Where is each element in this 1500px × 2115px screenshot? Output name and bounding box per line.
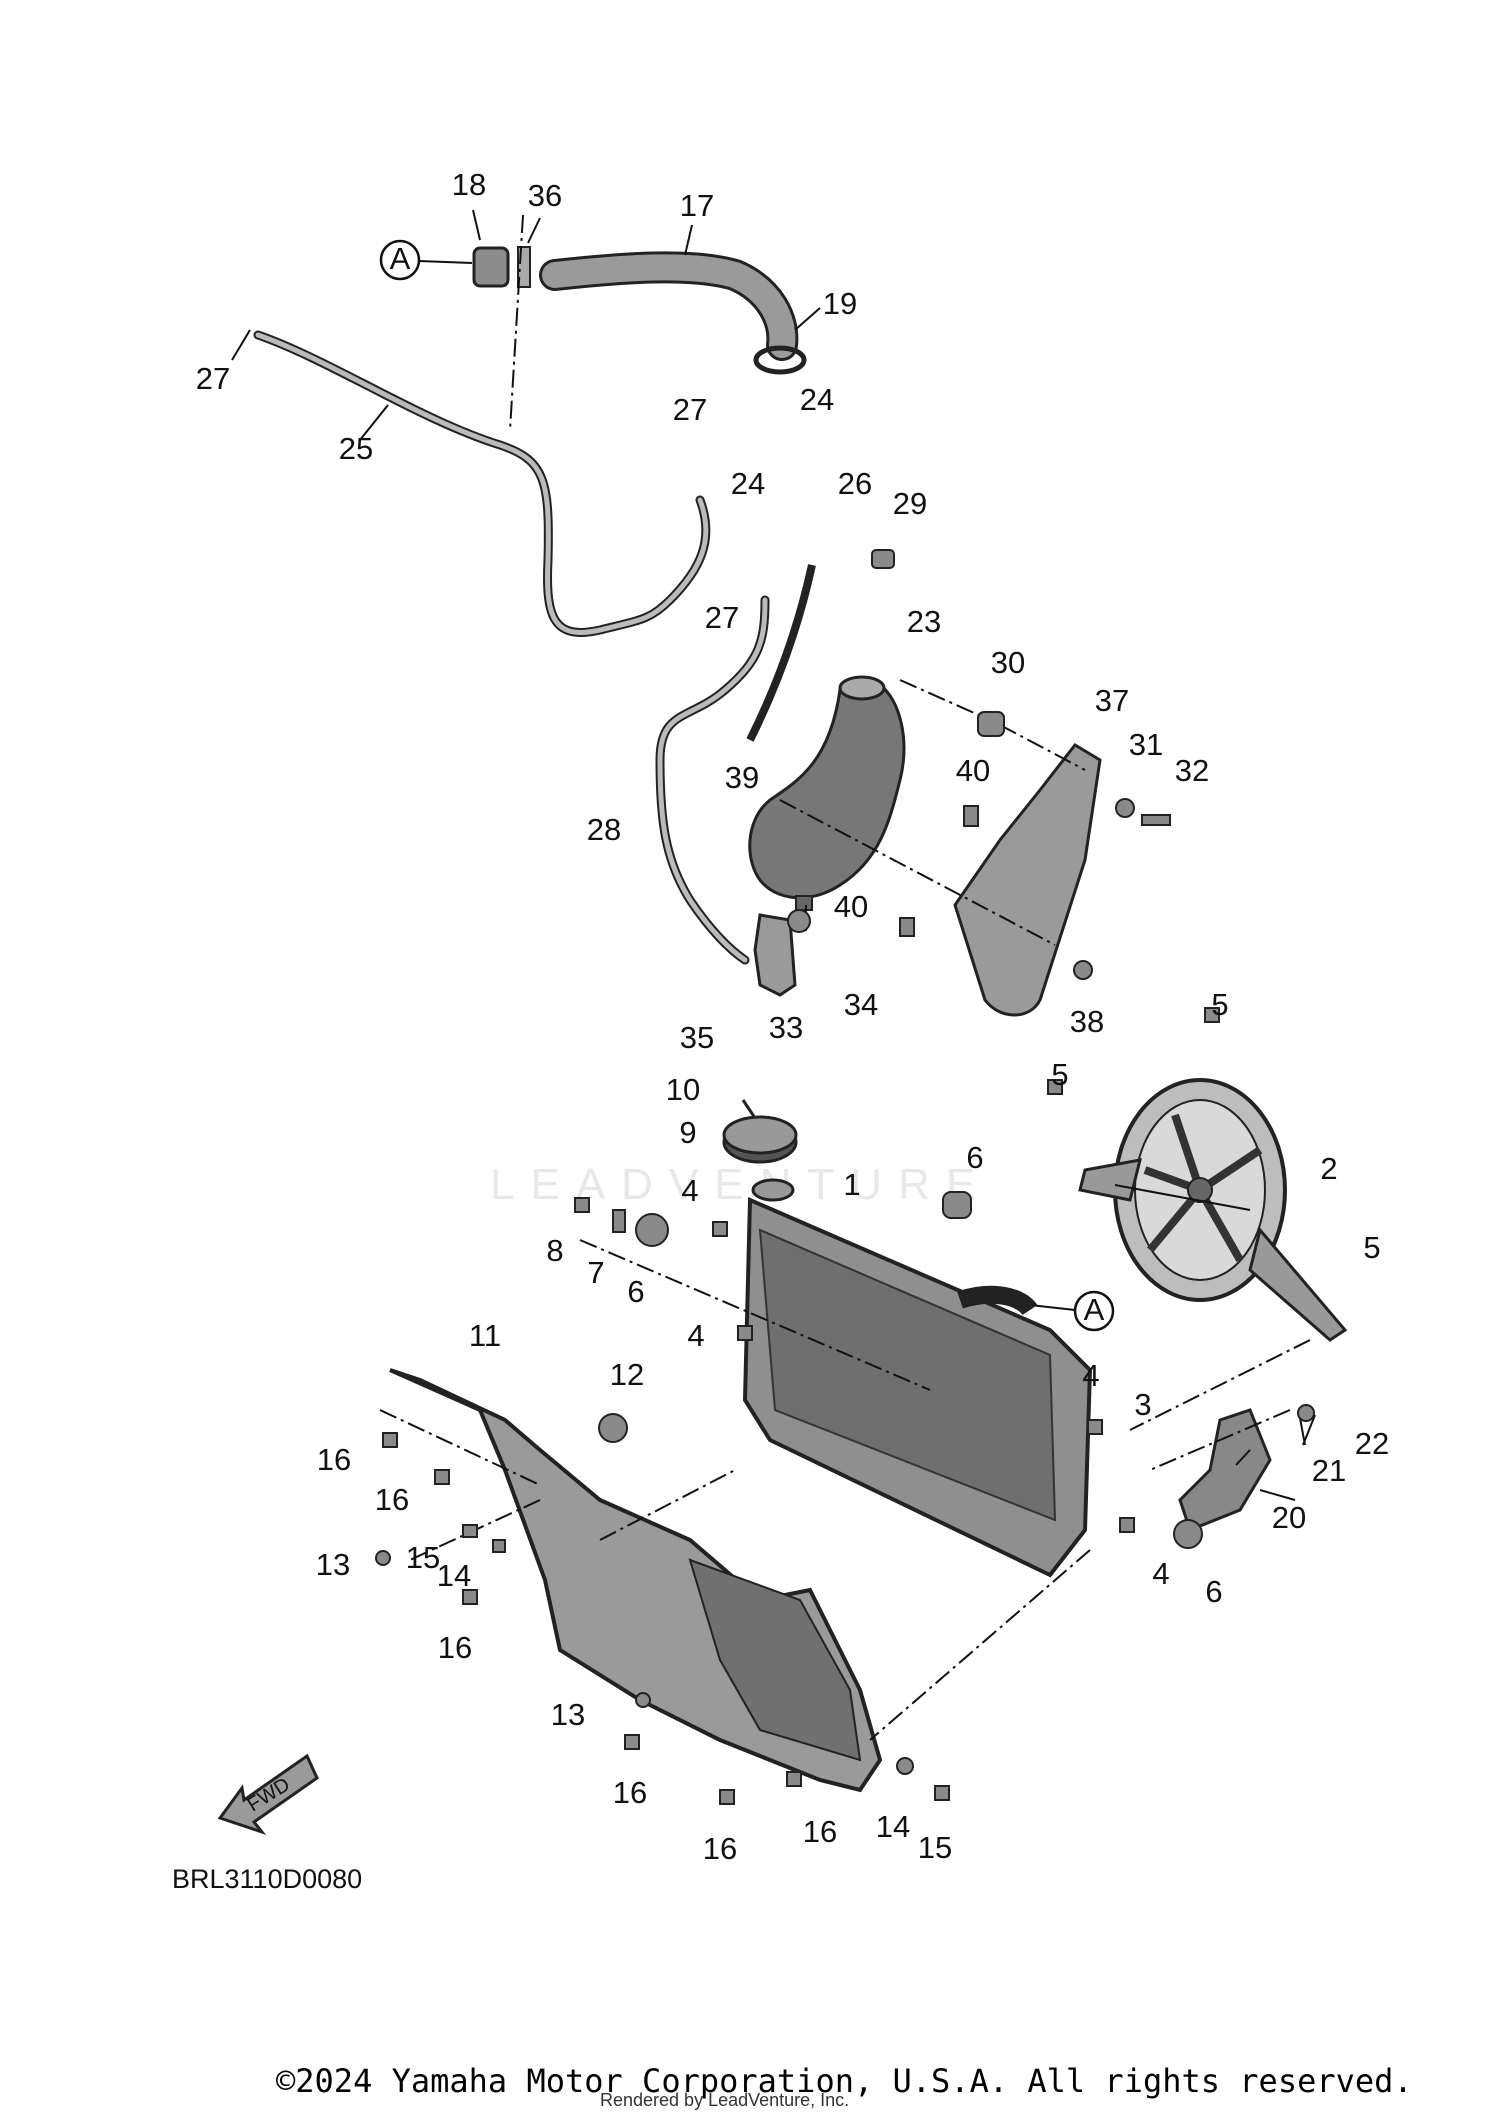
callout-18: 18 xyxy=(452,167,486,202)
callout-35: 35 xyxy=(680,1020,714,1055)
callout-30: 30 xyxy=(991,645,1025,680)
callout-4d: 4 xyxy=(1152,1556,1169,1591)
callout-15a: 15 xyxy=(406,1540,440,1575)
callout-14b: 14 xyxy=(876,1809,910,1844)
callout-7: 7 xyxy=(587,1255,604,1290)
callout-4a: 4 xyxy=(681,1173,698,1208)
callout-6c: 6 xyxy=(1205,1574,1222,1609)
callout-34: 34 xyxy=(844,987,878,1022)
callout-numbers: 18 36 17 19 27 25 27 24 24 26 29 27 23 3… xyxy=(196,167,1389,1866)
bracket-20 xyxy=(1178,1408,1272,1532)
callout-17: 17 xyxy=(680,188,714,223)
callout-16b: 16 xyxy=(375,1482,409,1517)
radiator-core xyxy=(742,1178,1093,1578)
callout-28: 28 xyxy=(587,812,621,847)
connector-a-bottom: A xyxy=(1029,1290,1115,1332)
callout-6a: 6 xyxy=(966,1140,983,1175)
callout-11: 11 xyxy=(469,1318,501,1353)
callout-10: 10 xyxy=(666,1072,700,1107)
callout-32: 32 xyxy=(1175,753,1209,788)
callout-39: 39 xyxy=(725,760,759,795)
callout-40b: 40 xyxy=(834,889,868,924)
tank-bracket xyxy=(953,743,1102,1017)
callout-26: 26 xyxy=(838,466,872,501)
hose-clamp-18 xyxy=(472,246,510,288)
callout-1: 1 xyxy=(843,1167,860,1202)
callout-12: 12 xyxy=(610,1357,644,1392)
overflow-hose-25 xyxy=(253,330,711,637)
callout-38: 38 xyxy=(1070,1004,1104,1039)
hose-clamp-19 xyxy=(753,345,807,375)
callout-13b: 13 xyxy=(551,1697,585,1732)
leader-lines xyxy=(379,214,1311,1741)
callout-5b: 5 xyxy=(1051,1057,1068,1092)
callout-5a: 5 xyxy=(1211,987,1228,1022)
callout-3: 3 xyxy=(1134,1387,1151,1422)
callout-37: 37 xyxy=(1095,683,1129,718)
upper-hose xyxy=(472,246,807,375)
callout-16c: 16 xyxy=(438,1630,472,1665)
callout-9: 9 xyxy=(679,1115,696,1150)
callout-21: 21 xyxy=(1312,1453,1346,1488)
callout-16e: 16 xyxy=(803,1814,837,1849)
callout-24b: 24 xyxy=(731,466,765,501)
callout-27c: 27 xyxy=(705,600,739,635)
callout-16a: 16 xyxy=(317,1442,351,1477)
callout-24a: 24 xyxy=(800,382,834,417)
callout-15b: 15 xyxy=(918,1830,952,1865)
drawing-code: BRL3110D0080 xyxy=(172,1864,363,1894)
rendered-by: Rendered by LeadVenture, Inc. xyxy=(600,2090,850,2110)
callout-40a: 40 xyxy=(956,753,990,788)
callout-leaders xyxy=(231,209,1316,1501)
callout-4c: 4 xyxy=(1082,1358,1099,1393)
callout-36: 36 xyxy=(528,178,562,213)
callout-19: 19 xyxy=(823,286,857,321)
callout-31: 31 xyxy=(1129,727,1163,762)
callout-27a: 27 xyxy=(196,361,230,396)
svg-text:A: A xyxy=(390,241,411,276)
callout-25: 25 xyxy=(339,431,373,466)
callout-5c: 5 xyxy=(1363,1230,1380,1265)
callout-23: 23 xyxy=(907,604,941,639)
callout-27b: 27 xyxy=(673,392,707,427)
watermark: LEADVENTURE xyxy=(490,1160,992,1209)
callout-20: 20 xyxy=(1272,1500,1306,1535)
radiator-shroud xyxy=(389,1368,883,1793)
callout-2: 2 xyxy=(1320,1151,1337,1186)
connector-a-top: A xyxy=(379,239,473,281)
callout-8: 8 xyxy=(546,1233,563,1268)
callout-22: 22 xyxy=(1355,1426,1389,1461)
callout-4b: 4 xyxy=(687,1318,704,1353)
fwd-arrow-icon: FWD xyxy=(217,1753,319,1836)
callout-6b: 6 xyxy=(627,1274,644,1309)
callout-13a: 13 xyxy=(316,1547,350,1582)
radiator-cap xyxy=(722,1099,798,1164)
svg-text:A: A xyxy=(1084,1292,1105,1327)
reservoir-tank xyxy=(748,675,906,911)
copyright-notice: ©2024 Yamaha Motor Corporation, U.S.A. A… xyxy=(276,2062,1413,2100)
callout-14a: 14 xyxy=(437,1558,471,1593)
callout-16f: 16 xyxy=(703,1831,737,1866)
cooling-fan xyxy=(1078,1078,1348,1342)
callout-16d: 16 xyxy=(613,1775,647,1810)
fasteners xyxy=(375,549,1315,1805)
callout-33: 33 xyxy=(769,1010,803,1045)
callout-29: 29 xyxy=(893,486,927,521)
